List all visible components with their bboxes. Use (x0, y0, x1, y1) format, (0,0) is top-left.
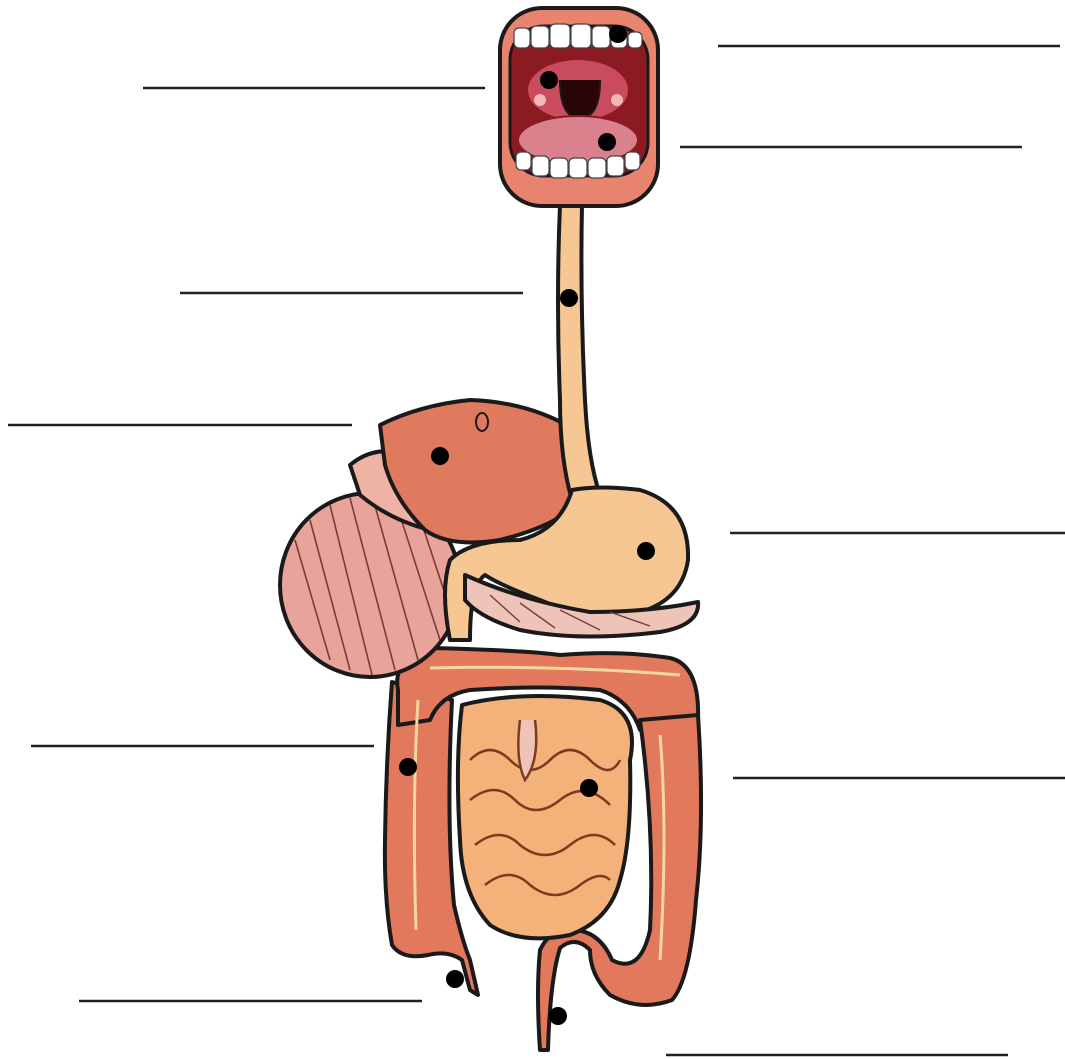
marker-dot-tongue (598, 133, 616, 151)
esophagus (558, 205, 600, 500)
marker-dot-appendix (446, 970, 464, 988)
mouth (500, 8, 658, 206)
marker-dot-liver (431, 447, 449, 465)
marker-dot-esophagus (560, 289, 578, 307)
small-intestine (458, 696, 632, 938)
marker-dot-teeth (609, 25, 627, 43)
marker-dot-pharynx (540, 71, 558, 89)
marker-dot-small-intestine (580, 779, 598, 797)
marker-dot-large-intestine (399, 758, 417, 776)
small-intestine-mass (458, 696, 632, 938)
marker-dot-rectum (549, 1007, 567, 1025)
marker-dot-stomach (637, 542, 655, 560)
